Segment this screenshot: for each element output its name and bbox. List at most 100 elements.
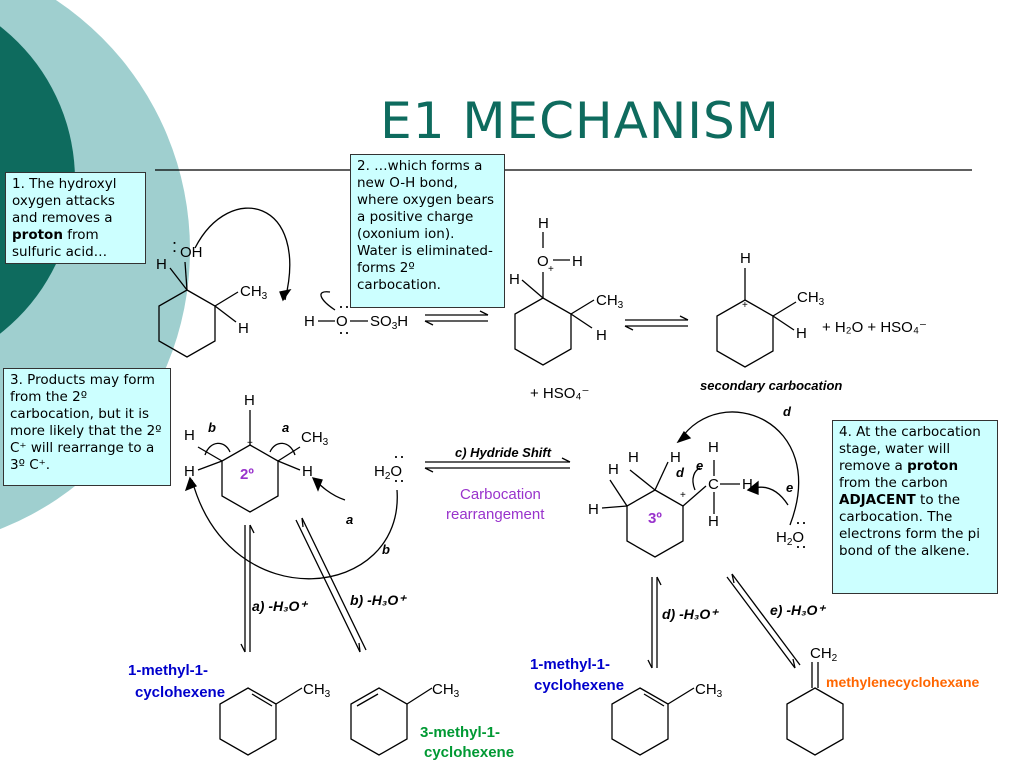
step1-box: 1. The hydroxyl oxygen attacks and remov… xyxy=(5,172,146,264)
arrow-label-b-top: b xyxy=(208,420,216,435)
arrow-label-d-top: d xyxy=(783,404,791,419)
step2-text: 2. …which forms a new O-H bond, where ox… xyxy=(357,158,495,293)
svg-text:OH: OH xyxy=(180,244,203,261)
svg-text:H2O: H2O xyxy=(776,529,804,548)
molecule-3deg-carbocation xyxy=(601,411,800,558)
svg-text:O: O xyxy=(537,253,549,270)
svg-text:H: H xyxy=(572,253,583,270)
svg-text:H2O: H2O xyxy=(374,463,402,482)
degree-2-label: 2º xyxy=(240,466,254,483)
equilibrium-arrow-2 xyxy=(624,315,689,331)
arrow-label-e-right: e xyxy=(786,480,794,495)
step3-text: 3. Products may form from the 2º carboca… xyxy=(10,372,162,473)
svg-text:H: H xyxy=(302,463,313,480)
step2-box: 2. …which forms a new O-H bond, where ox… xyxy=(350,154,505,308)
svg-text:H: H xyxy=(509,271,520,288)
degree-3-label: 3º xyxy=(648,510,662,527)
svg-text:H: H xyxy=(742,476,753,493)
svg-text:CH3: CH3 xyxy=(596,292,624,311)
page-title: E1 MECHANISM xyxy=(380,92,780,150)
svg-text:H: H xyxy=(184,427,195,444)
step4-text-end: to the carbocation. The electrons form t… xyxy=(839,492,981,559)
step4-text: 4. At the carbocation stage, water will … xyxy=(839,424,981,474)
equilibrium-path-b xyxy=(295,517,367,653)
product2-name-line2: cyclohexene xyxy=(424,744,515,761)
svg-text:H: H xyxy=(184,463,195,480)
rearrangement-line1: Carbocation xyxy=(460,486,541,503)
path-d-label: d) -H₃O⁺ xyxy=(662,606,718,622)
svg-text:O: O xyxy=(336,313,348,330)
step4-bold-proton: proton xyxy=(907,458,959,474)
equilibrium-path-a xyxy=(240,524,255,653)
svg-text::: : xyxy=(172,236,177,256)
svg-text:C: C xyxy=(708,476,719,493)
product3-name-line1: 1-methyl-1- xyxy=(530,656,611,673)
path-e-label: e) -H₃O⁺ xyxy=(770,602,825,618)
svg-text:··: ·· xyxy=(393,470,405,490)
svg-text:H: H xyxy=(238,320,249,337)
path-a-label: a) -H₃O⁺ xyxy=(252,598,307,614)
svg-text:··: ·· xyxy=(393,446,405,466)
hso4-label: + HSO₄⁻ xyxy=(530,385,590,402)
svg-text:CH3: CH3 xyxy=(695,681,723,700)
molecule-oxonium xyxy=(514,232,595,366)
svg-text:H: H xyxy=(608,461,619,478)
h2o-hso4-label: + H₂O + HSO₄⁻ xyxy=(822,319,927,336)
hydride-shift-label: c) Hydride Shift xyxy=(455,445,552,460)
svg-text:+: + xyxy=(742,300,748,311)
svg-text:H: H xyxy=(740,250,751,267)
equilibrium-path-d xyxy=(647,576,662,669)
svg-text:H: H xyxy=(708,439,719,456)
svg-text:CH2: CH2 xyxy=(810,645,838,664)
svg-text:H: H xyxy=(628,449,639,466)
svg-text:+: + xyxy=(548,264,554,275)
molecule-secondary-carbocation xyxy=(716,268,797,368)
svg-text:H: H xyxy=(244,392,255,409)
svg-text:H: H xyxy=(796,325,807,342)
step4-text-mid: from the carbon xyxy=(839,475,948,491)
arrow-label-a-top: a xyxy=(282,420,290,435)
svg-text:CH3: CH3 xyxy=(303,681,331,700)
arrow-label-e: e xyxy=(696,458,704,473)
svg-text:H: H xyxy=(538,215,549,232)
arrow-label-a: a xyxy=(346,512,354,527)
step1-text: 1. The hydroxyl oxygen attacks and remov… xyxy=(12,176,117,226)
step4-bold-adjacent: ADJACENT xyxy=(839,492,916,508)
product-methylenecyclohexane xyxy=(786,662,844,756)
step3-box: 3. Products may form from the 2º carboca… xyxy=(3,368,171,486)
equilibrium-arrow-1 xyxy=(424,310,489,326)
secondary-carbocation-label: secondary carbocation xyxy=(700,378,843,393)
molecule-alcohol xyxy=(158,207,292,358)
step1-text-end: from sulfuric acid… xyxy=(12,227,108,260)
svg-text:CH3: CH3 xyxy=(301,429,329,448)
molecule-2deg-carbocation xyxy=(184,410,398,580)
svg-text:H: H xyxy=(596,327,607,344)
product-1-methylcyclohexene-left xyxy=(219,687,303,756)
product1-name-line2: cyclohexene xyxy=(135,684,226,701)
svg-text:SO3H: SO3H xyxy=(370,313,408,332)
svg-text:CH3: CH3 xyxy=(797,289,825,308)
svg-text:+: + xyxy=(680,490,686,501)
svg-text:H: H xyxy=(304,313,315,330)
product-1-methylcyclohexene-right xyxy=(611,687,695,756)
step4-box: 4. At the carbocation stage, water will … xyxy=(832,420,998,594)
svg-text:··: ·· xyxy=(795,536,807,556)
molecule-sulfuric-acid xyxy=(318,291,368,322)
arrow-label-b: b xyxy=(382,542,390,557)
step1-bold: proton xyxy=(12,227,63,243)
product2-name-line1: 3-methyl-1- xyxy=(420,724,501,741)
equilibrium-arrow-hydride xyxy=(424,457,571,473)
path-b-label: b) -H₃O⁺ xyxy=(350,592,406,608)
svg-text:CH3: CH3 xyxy=(432,681,460,700)
product1-name-line1: 1-methyl-1- xyxy=(128,662,209,679)
product-3-methylcyclohexene xyxy=(350,687,433,756)
svg-text:+: + xyxy=(247,438,253,449)
svg-text:H: H xyxy=(588,501,599,518)
svg-text:··: ·· xyxy=(795,512,807,532)
svg-text:H: H xyxy=(708,513,719,530)
arrow-label-d: d xyxy=(676,465,684,480)
equilibrium-path-e xyxy=(726,573,801,669)
